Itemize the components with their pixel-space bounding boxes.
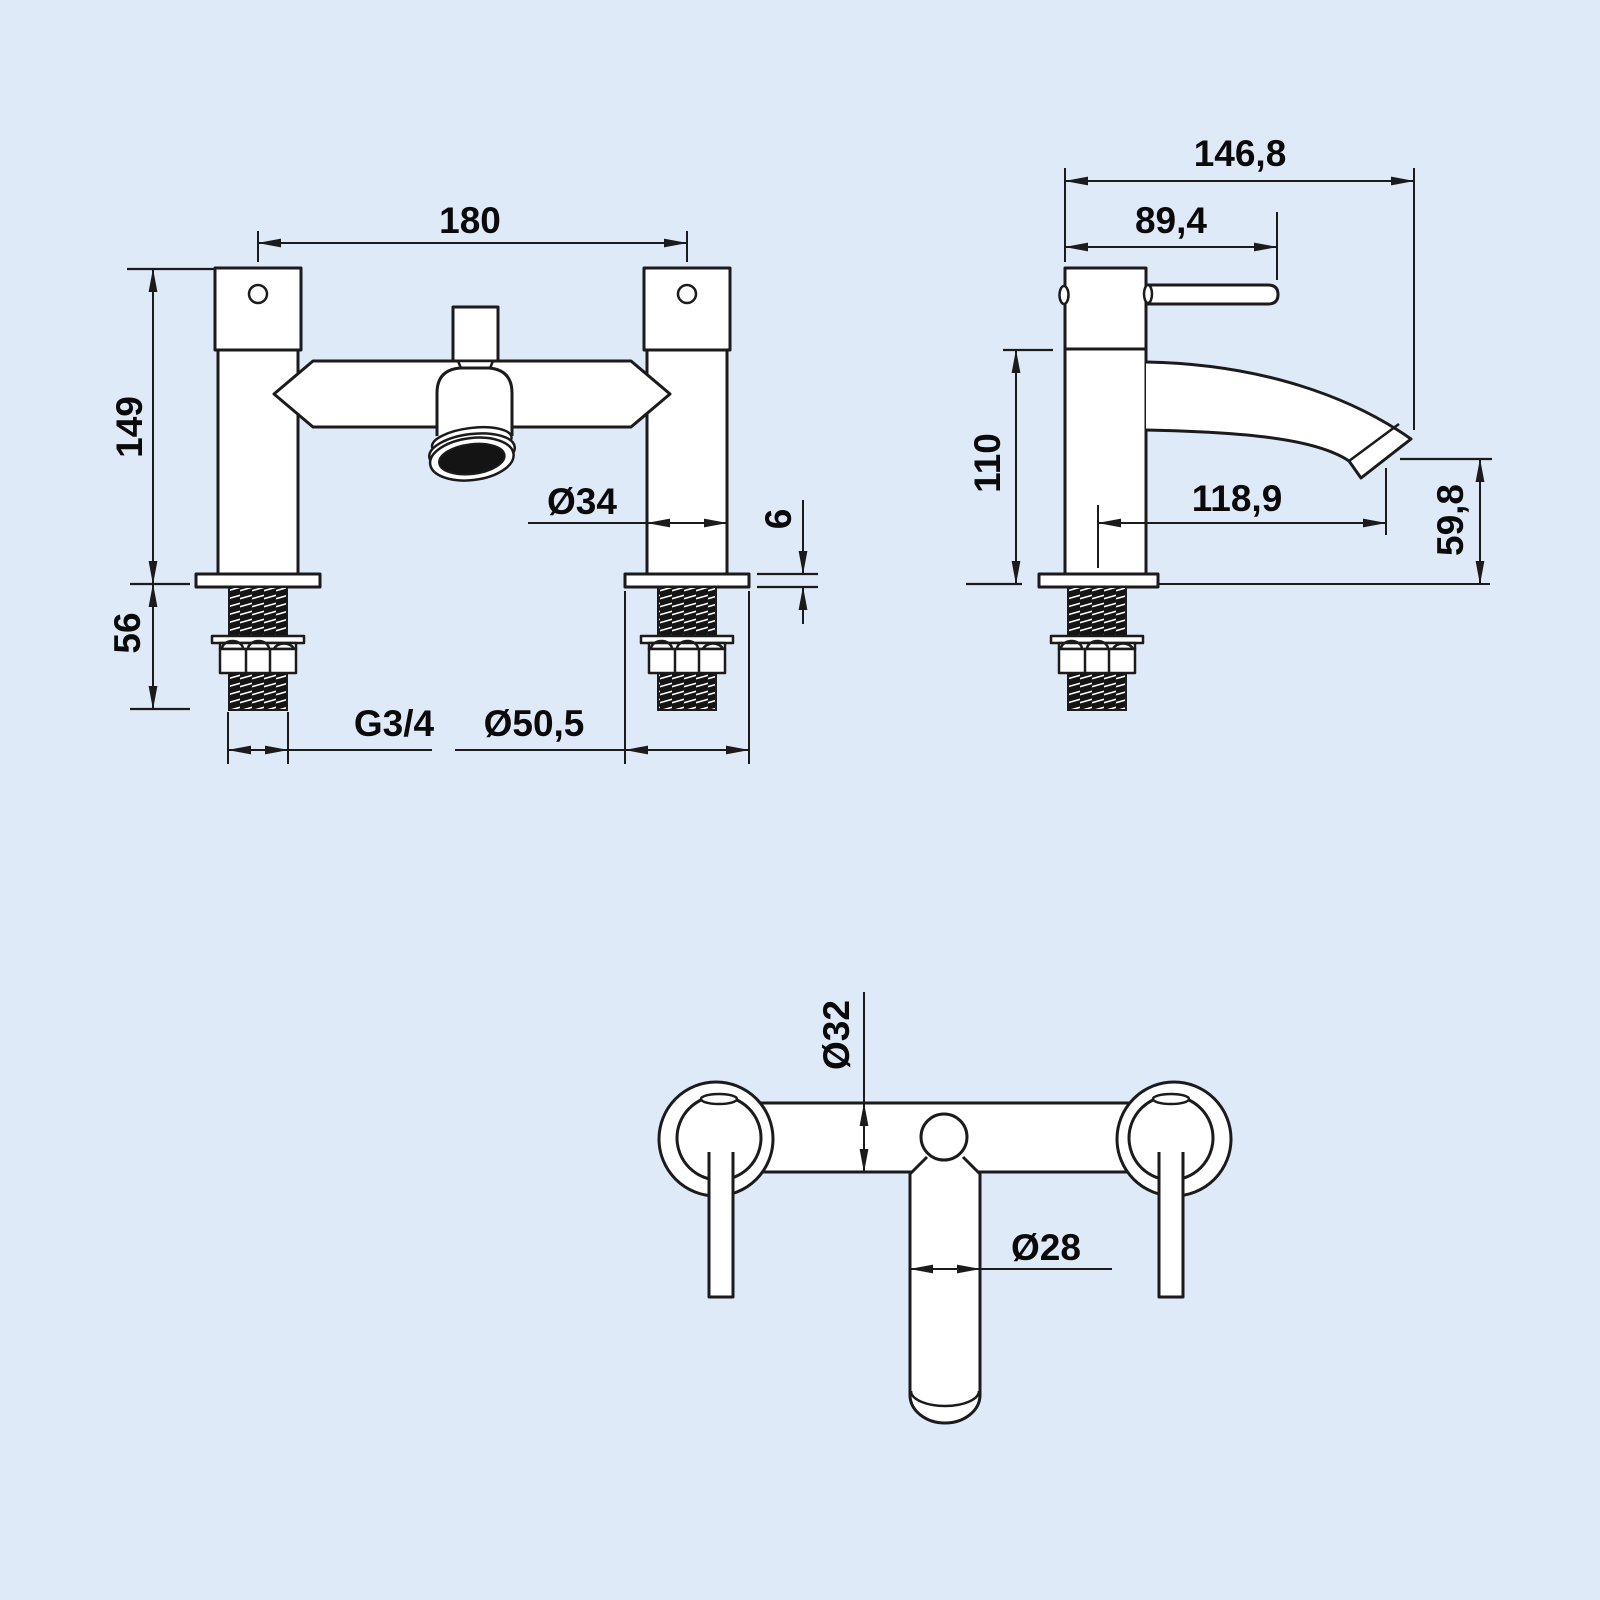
top-left-lever: [707, 1152, 735, 1299]
backnut-facets: [649, 639, 725, 650]
dim-label-180: 180: [439, 200, 501, 241]
top-right-lever: [1157, 1152, 1185, 1299]
side-spout: [1145, 360, 1413, 480]
dim-body-height: 149: [109, 267, 214, 586]
dim-label-56: 56: [107, 612, 148, 653]
dim-side-body-height: 110: [966, 348, 1053, 586]
front-left-screw-hole: [247, 283, 269, 305]
dim-label-1468: 146,8: [1194, 133, 1287, 174]
extension-ticks: [127, 267, 214, 586]
backnut: [218, 647, 298, 675]
top-spout: [908, 1155, 982, 1425]
dim-pillar-diameter: Ø34: [528, 481, 728, 528]
top-diverter-knob: [919, 1112, 969, 1162]
front-spout-outlet: [428, 425, 516, 482]
front-spout-bell: [435, 366, 514, 436]
dim-flange-diameter: Ø50,5: [455, 591, 750, 764]
dim-label-o28: Ø28: [1011, 1227, 1081, 1268]
front-right-flange: [623, 572, 751, 589]
front-spout-opening: [438, 442, 506, 476]
dim-label-6: 6: [758, 509, 799, 530]
front-left-flange: [194, 572, 322, 589]
top-right-handle-pivot: [1151, 1092, 1191, 1106]
front-diverter-knob: [451, 305, 500, 363]
front-right-mounting-leg: [639, 586, 735, 711]
threaded-stud: [228, 672, 288, 711]
side-mounting-leg: [1049, 586, 1145, 711]
dim-label-110: 110: [967, 433, 1008, 493]
dim-spout-outlet-height: 59,8: [1400, 457, 1492, 585]
dim-spout-reach: 118,9: [1097, 468, 1387, 568]
threaded-stud: [1067, 672, 1127, 711]
dim-thread-length: 56: [107, 583, 190, 711]
front-left-mounting-leg: [210, 586, 306, 711]
dim-handle-reach: 89,4: [1064, 200, 1278, 280]
dim-label-o34: Ø34: [547, 481, 617, 522]
dim-label-o505: Ø50,5: [484, 703, 585, 744]
threaded-stud: [1067, 586, 1127, 641]
dim-label-o32: Ø32: [816, 1000, 857, 1070]
threaded-stud: [657, 672, 717, 711]
threaded-stud: [657, 586, 717, 641]
side-view: 146,8 89,4 110 118,9 59,8: [966, 133, 1492, 711]
extension-ticks: [757, 572, 818, 589]
dim-thread-size: G3/4: [227, 703, 435, 764]
dim-pillar-spacing: 180: [257, 200, 688, 262]
backnut-facets: [220, 639, 296, 650]
side-handle-root: [1142, 283, 1154, 305]
dim-flange-thickness: 6: [757, 500, 818, 624]
threaded-stud: [228, 586, 288, 641]
dim-crossbar-diameter: Ø32: [816, 992, 869, 1173]
backnut-facets: [1059, 639, 1135, 650]
dim-label-894: 89,4: [1135, 200, 1207, 241]
side-handle-lever: [1144, 283, 1280, 306]
front-right-screw-hole: [676, 283, 698, 305]
side-grub-screw: [1058, 284, 1070, 306]
top-view: Ø32 Ø28: [657, 992, 1233, 1425]
front-view: 180 149 56 Ø34 6: [107, 200, 818, 764]
front-left-head: [213, 266, 303, 352]
dim-label-g34: G3/4: [354, 703, 435, 744]
dim-spout-diameter: Ø28: [909, 1227, 1112, 1274]
backnut: [1057, 647, 1137, 675]
extension-lines: [227, 712, 289, 764]
dim-label-1189: 118,9: [1192, 478, 1283, 519]
backnut-facet-lines: [1083, 650, 1111, 673]
top-left-handle-pivot: [699, 1092, 739, 1106]
extension-lines: [624, 591, 750, 764]
top-spout-tip-line: [909, 1390, 981, 1408]
dim-label-598: 59,8: [1430, 484, 1471, 556]
side-spout-rim: [1348, 422, 1400, 463]
backnut: [647, 647, 727, 675]
backnut-facet-lines: [673, 650, 701, 673]
side-flange: [1037, 572, 1160, 589]
dim-label-149: 149: [109, 396, 150, 458]
backnut-facet-lines: [244, 650, 272, 673]
side-body-head: [1063, 266, 1148, 351]
side-body-column: [1063, 347, 1148, 576]
front-right-head: [642, 266, 732, 352]
